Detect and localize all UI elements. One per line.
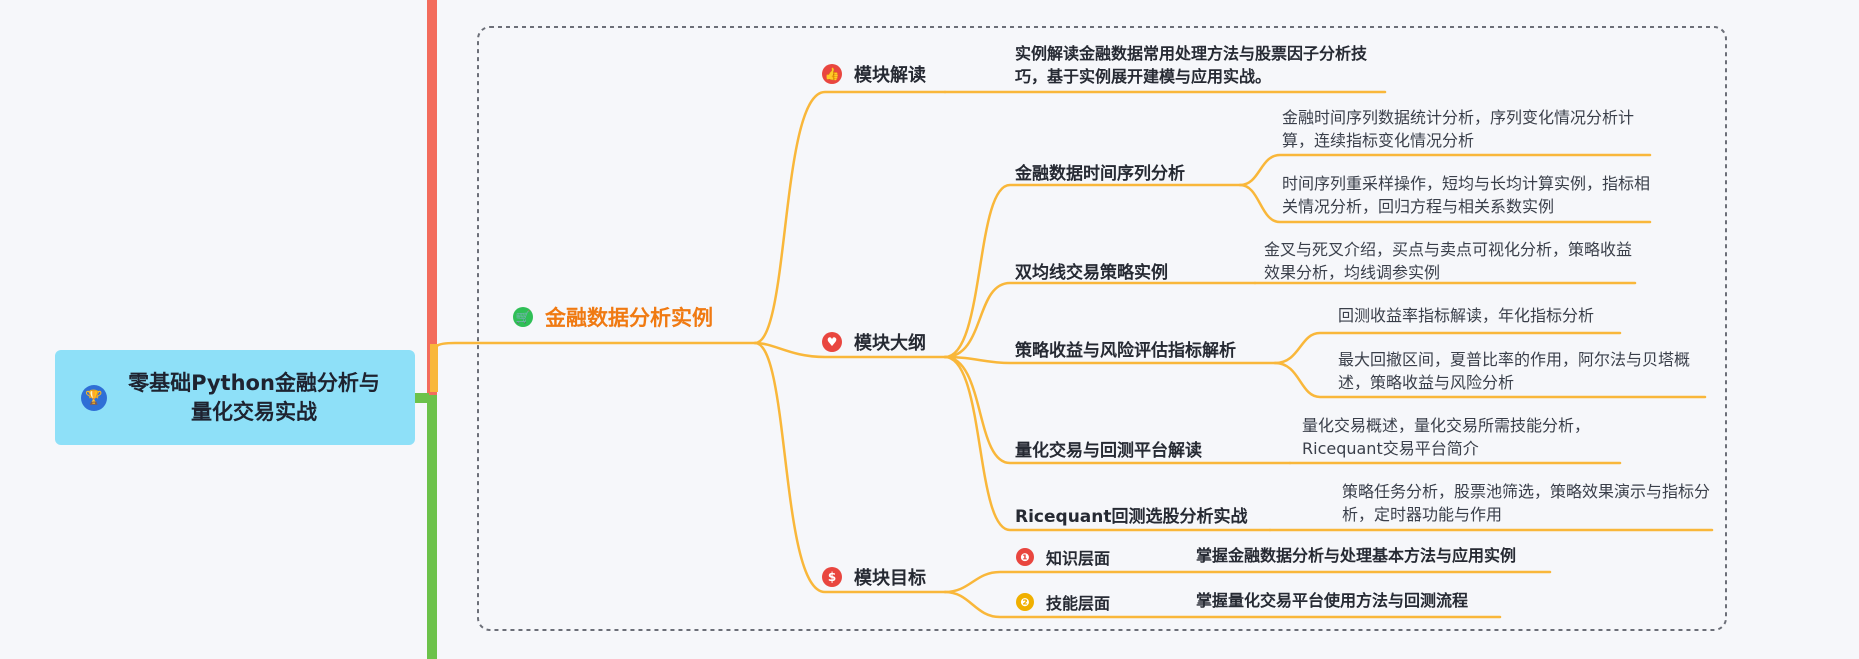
topic-3-detail-2: 最大回撤区间，夏普比率的作用，阿尔法与贝塔概述，策略收益与风险分析 <box>1338 350 1691 392</box>
trunk-orange-segment <box>430 344 438 392</box>
number-2-icon: ❷ <box>1016 593 1034 611</box>
dollar-icon: $ <box>822 567 842 587</box>
goal-item-1-text: 掌握金融数据分析与处理基本方法与应用实例 <box>1196 546 1517 565</box>
heart-icon: ♥ <box>822 332 842 352</box>
number-1-icon: ❶ <box>1016 548 1034 566</box>
outline-topic-3[interactable]: 策略收益与风险评估指标解析 <box>1015 341 1236 361</box>
module-outline-node[interactable]: ♥ 模块大纲 <box>822 329 926 355</box>
module-intro-label: 模块解读 <box>854 65 926 86</box>
goal-item-2[interactable]: ❷ 技能层面 <box>1016 590 1110 614</box>
cart-icon: 🛒 <box>513 307 533 327</box>
root-title: 零基础Python金融分析与量化交易实战 <box>128 370 380 424</box>
thumbs-up-icon: 👍 <box>822 64 842 84</box>
topic-1-detail-1: 金融时间序列数据统计分析，序列变化情况分析计算，连续指标变化情况分析 <box>1282 108 1635 150</box>
module-goal-node[interactable]: $ 模块目标 <box>822 564 926 590</box>
goal-item-1-label: 知识层面 <box>1046 549 1111 568</box>
trunk-red-bar <box>427 0 437 395</box>
dashed-frame <box>477 26 1727 631</box>
outline-topic-5[interactable]: Ricequant回测选股分析实战 <box>1015 507 1248 527</box>
main-topic[interactable]: 🛒 金融数据分析实例 <box>513 302 713 332</box>
trophy-icon: 🏆 <box>81 384 107 411</box>
topic-1-detail-2: 时间序列重采样操作，短均与长均计算实例，指标相关情况分析，回归方程与相关系数实例 <box>1282 174 1651 216</box>
goal-item-1[interactable]: ❶ 知识层面 <box>1016 545 1110 569</box>
outline-topic-1[interactable]: 金融数据时间序列分析 <box>1015 164 1185 184</box>
main-topic-label: 金融数据分析实例 <box>545 306 713 330</box>
root-green-stub <box>415 393 429 403</box>
topic-2-detail-1: 金叉与死叉介绍，买点与卖点可视化分析，策略收益效果分析，均线调参实例 <box>1264 240 1633 282</box>
root-node[interactable]: 🏆 零基础Python金融分析与量化交易实战 <box>55 350 415 445</box>
goal-item-2-label: 技能层面 <box>1046 594 1111 613</box>
module-goal-label: 模块目标 <box>854 568 926 589</box>
goal-item-2-text: 掌握量化交易平台使用方法与回测流程 <box>1196 591 1469 610</box>
trunk-green-bar <box>427 395 437 659</box>
outline-topic-4[interactable]: 量化交易与回测平台解读 <box>1015 441 1202 461</box>
topic-5-detail-1: 策略任务分析，股票池筛选，策略效果演示与指标分析，定时器功能与作用 <box>1342 482 1711 524</box>
module-intro-node[interactable]: 👍 模块解读 <box>822 61 926 87</box>
module-outline-label: 模块大纲 <box>854 333 926 354</box>
module-intro-text: 实例解读金融数据常用处理方法与股票因子分析技巧，基于实例展开建模与应用实战。 <box>1015 44 1368 86</box>
topic-4-detail-1: 量化交易概述，量化交易所需技能分析，Ricequant交易平台简介 <box>1302 416 1591 458</box>
outline-topic-2[interactable]: 双均线交易策略实例 <box>1015 263 1168 283</box>
topic-3-detail-1: 回测收益率指标解读，年化指标分析 <box>1338 306 1595 325</box>
